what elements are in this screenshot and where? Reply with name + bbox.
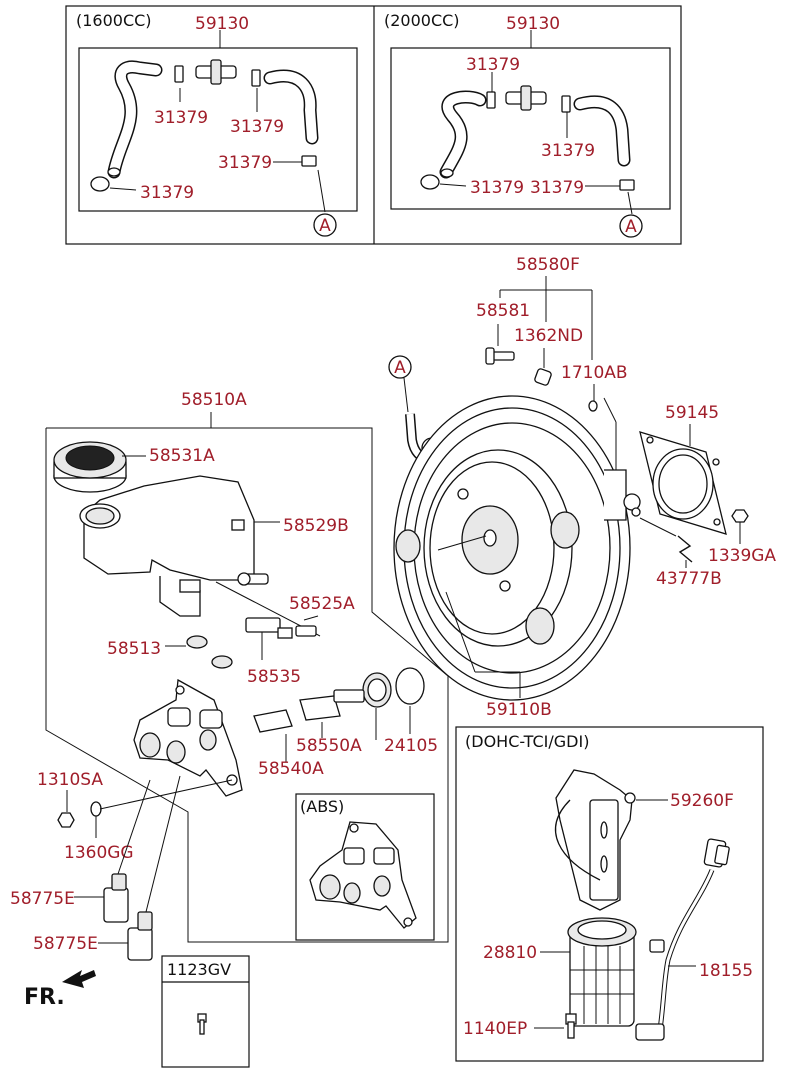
label-28810: 28810 xyxy=(483,943,537,963)
label-58531a: 58531A xyxy=(149,446,215,466)
label-58775e: 58775E xyxy=(33,934,98,954)
label-31379: 31379 xyxy=(470,178,524,198)
label-24105: 24105 xyxy=(384,736,438,756)
label-58535: 58535 xyxy=(247,667,301,687)
front-label: FR. xyxy=(24,985,65,1010)
callout-a-label: A xyxy=(625,217,637,237)
label-58550a: 58550A xyxy=(296,736,362,756)
label-18155: 18155 xyxy=(699,961,753,981)
label-58529b: 58529B xyxy=(283,516,349,536)
label-58525a: 58525A xyxy=(289,594,355,614)
label-31379: 31379 xyxy=(218,153,272,173)
hose-1600-inner-frame xyxy=(78,47,358,212)
callout-a-1600 xyxy=(313,213,337,237)
label-58580f: 58580F xyxy=(516,255,580,275)
label-1140ep: 1140EP xyxy=(463,1019,527,1039)
label-1310sa: 1310SA xyxy=(37,770,103,790)
label-1362nd: 1362ND xyxy=(514,326,583,346)
front-arrow-icon xyxy=(62,970,96,988)
label-31379: 31379 xyxy=(230,117,284,137)
callout-a-2000 xyxy=(619,214,643,238)
label-58510a: 58510A xyxy=(181,390,247,410)
label-59130: 59130 xyxy=(195,14,249,34)
label-58775e: 58775E xyxy=(10,889,75,909)
label-59260f: 59260F xyxy=(670,791,734,811)
label-1339ga: 1339GA xyxy=(708,546,776,566)
master-cylinder: 58510A 58531A 58529B 58525A 58535 xyxy=(10,390,449,961)
dohc-section: (DOHC-TCI/GDI) 59260F 28810 1140EP xyxy=(455,726,764,1062)
callout-a-label: A xyxy=(394,358,406,378)
section-dohc: (DOHC-TCI/GDI) xyxy=(465,732,589,751)
label-31379: 31379 xyxy=(466,55,520,75)
bolt-1123gv-box: 1123GV xyxy=(161,955,250,1068)
callout-a-label: A xyxy=(319,216,331,236)
label-31379: 31379 xyxy=(140,183,194,203)
label-31379: 31379 xyxy=(530,178,584,198)
label-58581: 58581 xyxy=(476,301,530,321)
abs-box xyxy=(295,793,435,941)
brake-booster: 58580F 58581 1362ND 1710AB A xyxy=(362,255,776,756)
label-59110b: 59110B xyxy=(486,700,552,720)
label-58513: 58513 xyxy=(107,639,161,659)
front-indicator: FR. xyxy=(24,970,96,1010)
label-1710ab: 1710AB xyxy=(561,363,628,383)
label-43777b: 43777B xyxy=(656,569,722,589)
label-1123gv: 1123GV xyxy=(167,960,231,979)
label-31379: 31379 xyxy=(154,108,208,128)
label-59130: 59130 xyxy=(506,14,560,34)
section-abs: (ABS) xyxy=(300,797,344,816)
section-1600cc: (1600CC) xyxy=(76,11,152,30)
section-2000cc: (2000CC) xyxy=(384,11,460,30)
label-58540a: 58540A xyxy=(258,759,324,779)
label-59145: 59145 xyxy=(665,403,719,423)
label-31379: 31379 xyxy=(541,141,595,161)
hose-section: (1600CC) (2000CC) A 59130 31379 31379 31… xyxy=(65,5,682,245)
label-1360gg: 1360GG xyxy=(64,843,134,863)
